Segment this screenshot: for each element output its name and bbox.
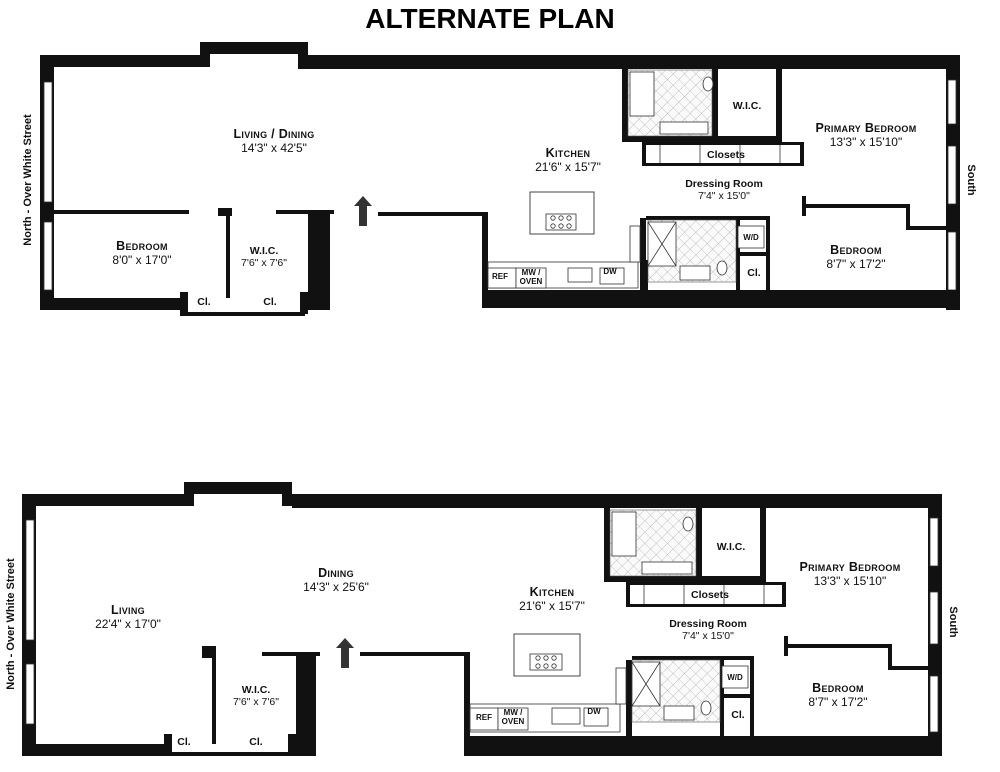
- plan-b-kitchen-label: Kitchen: [530, 585, 575, 599]
- plan-a-exterior-walls: [40, 42, 960, 316]
- plan-a-dw-label: DW: [603, 267, 617, 276]
- plan-b-wic-left-dims: 7'6" x 7'6": [233, 696, 279, 708]
- plan-b-wic-right-label: W.I.C.: [717, 541, 746, 553]
- plan-a-bedroom-left-dims: 8'0" x 17'0": [112, 253, 171, 267]
- plan-a-kitchen-counter: [487, 225, 641, 289]
- plan-a-living-dining-dims: 14'3" x 42'5": [241, 141, 307, 155]
- plan-b-bedroom-right-label: Bedroom: [812, 681, 864, 695]
- plan-b-entry-arrow-icon: [336, 638, 354, 668]
- plan-b-dw-label: DW: [587, 707, 601, 716]
- plan-b-wd-label: W/D: [727, 673, 743, 682]
- plan-a-entry-arrow-icon: [354, 196, 372, 226]
- plan-a-kitchen-dims: 21'6" x 15'7": [535, 160, 601, 174]
- plan-b-closet-3-label: Cl.: [731, 709, 745, 721]
- plan-b-closet-lines: [643, 585, 765, 604]
- plan-a-interior-walls: [54, 68, 948, 298]
- plan-a-closet-1-label: Cl.: [197, 296, 211, 308]
- plan-b-ref-label: REF: [476, 713, 492, 722]
- plan-b-dressing-label: Dressing Room: [669, 618, 747, 630]
- plan-a-dressing-label: Dressing Room: [685, 178, 763, 190]
- plan-a-closet-2-label: Cl.: [263, 296, 277, 308]
- plan-b-closet-1-label: Cl.: [177, 736, 191, 748]
- plan-b-street-label: North - Over White Street: [5, 558, 17, 690]
- plan-b-primary-label: Primary Bedroom: [799, 560, 900, 574]
- plan-a-closet-lines: [659, 145, 781, 163]
- plan-a-bedroom-left-label: Bedroom: [116, 239, 168, 253]
- plan-a-living-dining-label: Living / Dining: [233, 127, 314, 141]
- plan-b-mw-label: MW /: [504, 708, 523, 717]
- plan-a-primary-label: Primary Bedroom: [815, 121, 916, 135]
- plan-a: Living / Dining 14'3" x 42'5" Bedroom 8'…: [22, 42, 977, 316]
- plan-a-bedroom-right-dims: 8'7" x 17'2": [826, 257, 885, 271]
- plan-b-closet-2-label: Cl.: [249, 736, 263, 748]
- plan-a-kitchen-label: Kitchen: [546, 146, 591, 160]
- plan-a-wic-right-label: W.I.C.: [733, 100, 762, 112]
- plan-title: ALTERNATE PLAN: [365, 3, 614, 34]
- plan-a-wd-label: W/D: [743, 233, 759, 242]
- plan-a-wic-left-dims: 7'6" x 7'6": [241, 257, 287, 269]
- plan-b-exterior-walls: [22, 482, 942, 756]
- plan-b-bedroom-right-dims: 8'7" x 17'2": [808, 695, 867, 709]
- plan-a-wic-left-label: W.I.C.: [250, 245, 279, 257]
- plan-a-primary-bath: [627, 69, 714, 137]
- plan-b-wic-left-label: W.I.C.: [242, 684, 271, 696]
- plan-b-kitchen-island: [513, 633, 581, 677]
- plan-a-mw-label: MW /: [522, 268, 541, 277]
- plan-b-oven-label: OVEN: [502, 717, 525, 726]
- plan-b-primary-bath: [609, 509, 697, 577]
- plan-a-dressing-dims: 7'4" x 15'0": [698, 190, 750, 202]
- plan-a-street-label: North - Over White Street: [22, 114, 34, 246]
- plan-a-kitchen-island: [529, 191, 595, 235]
- plan-b: Living 22'4" x 17'0" Dining 14'3" x 25'6…: [5, 482, 959, 756]
- plan-a-bedroom-right-label: Bedroom: [830, 243, 882, 257]
- plan-a-second-bath: [647, 219, 765, 283]
- plan-a-primary-dims: 13'3" x 15'10": [830, 135, 903, 149]
- plan-a-closet-3-label: Cl.: [747, 267, 761, 279]
- plan-b-living-dims: 22'4" x 17'0": [95, 617, 161, 631]
- plan-a-oven-label: OVEN: [520, 277, 543, 286]
- plan-b-dining-dims: 14'3" x 25'6": [303, 580, 369, 594]
- plan-b-second-bath: [631, 659, 749, 723]
- plan-b-dining-label: Dining: [318, 566, 354, 580]
- plan-a-south-label: South: [965, 164, 977, 195]
- plan-b-living-label: Living: [111, 603, 145, 617]
- plan-b-primary-dims: 13'3" x 15'10": [814, 574, 887, 588]
- plan-b-dressing-dims: 7'4" x 15'0": [682, 630, 734, 642]
- plan-b-interior-walls: [202, 508, 930, 744]
- plan-b-kitchen-counter: [469, 667, 627, 733]
- plan-a-closets-label: Closets: [707, 149, 745, 161]
- plan-b-south-label: South: [947, 606, 959, 637]
- plan-b-kitchen-dims: 21'6" x 15'7": [519, 599, 585, 613]
- plan-b-closets-label: Closets: [691, 589, 729, 601]
- plan-a-ref-label: REF: [492, 272, 508, 281]
